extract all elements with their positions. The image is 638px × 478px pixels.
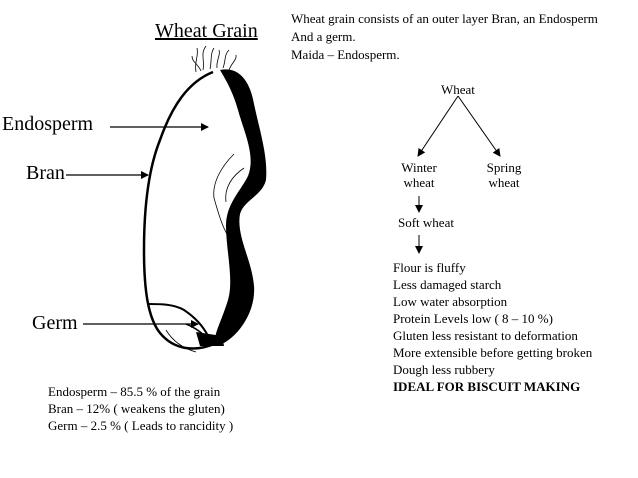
- composition-item: Endosperm – 85.5 % of the grain: [48, 384, 221, 399]
- composition-item: Germ – 2.5 % ( Leads to rancidity ): [48, 418, 234, 433]
- grain-inner-line: [225, 167, 245, 203]
- composition-list: Endosperm – 85.5 % of the grain Bran – 1…: [48, 383, 233, 434]
- property-item: Gluten less resistant to deformation: [393, 328, 578, 343]
- germ-label: Germ: [32, 312, 78, 334]
- tree-node-line: Spring: [486, 160, 522, 175]
- bran-label: Bran: [26, 162, 65, 184]
- tree-node-winter: Winter wheat: [396, 160, 442, 191]
- intro-line: And a germ.: [291, 29, 356, 44]
- intro-text: Wheat grain consists of an outer layer B…: [291, 10, 598, 64]
- germ-shape: [165, 329, 197, 353]
- grain-hairs: [191, 45, 237, 73]
- grain-crease: [215, 69, 267, 346]
- property-item: Protein Levels low ( 8 – 10 %): [393, 311, 553, 326]
- tree-node-line: wheat: [488, 174, 520, 190]
- tree-node-soft-wheat: Soft wheat: [398, 215, 454, 230]
- properties-list: Flour is fluffy Less damaged starch Low …: [393, 259, 592, 395]
- grain-outline: [142, 70, 215, 350]
- grain-inner-line: [213, 153, 235, 237]
- intro-line: Maida – Endosperm.: [291, 47, 400, 62]
- tree-node-line: Winter: [401, 160, 437, 175]
- germ-shape: [147, 303, 209, 337]
- property-item: More extensible before getting broken: [393, 345, 593, 360]
- endosperm-label: Endosperm: [2, 113, 94, 135]
- intro-line: Wheat grain consists of an outer layer B…: [291, 11, 598, 26]
- tree-node-line: wheat: [403, 174, 435, 190]
- tree-root: Wheat: [441, 82, 475, 97]
- property-item: Less damaged starch: [393, 277, 502, 292]
- tree-node-spring: Spring wheat: [481, 160, 527, 191]
- tree-arrow-winter: [417, 95, 459, 157]
- composition-item: Bran – 12% ( weakens the gluten): [48, 401, 225, 416]
- conclusion: IDEAL FOR BISCUIT MAKING: [393, 379, 581, 394]
- property-item: Flour is fluffy: [393, 260, 466, 275]
- tree-arrow-spring: [457, 95, 501, 157]
- property-item: Low water absorption: [393, 294, 508, 309]
- germ-shape: [196, 332, 224, 346]
- property-item: Dough less rubbery: [393, 362, 495, 377]
- diagram-title: Wheat Grain: [155, 20, 258, 42]
